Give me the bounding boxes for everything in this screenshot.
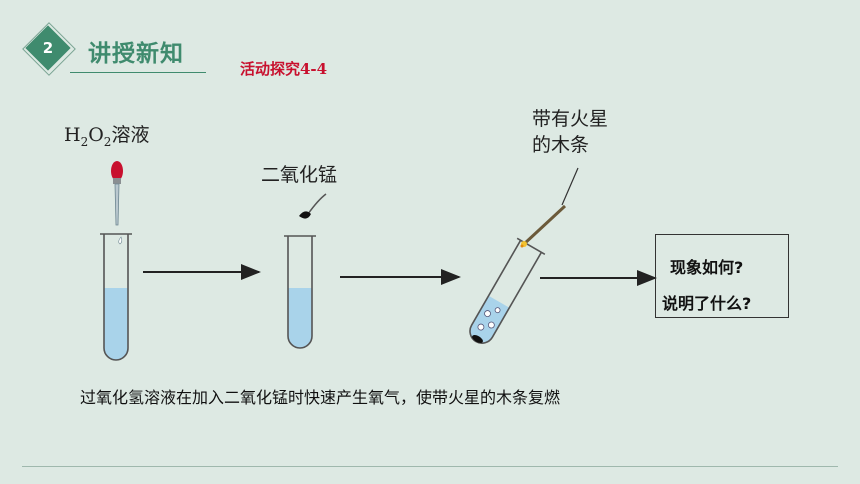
section-title: 讲授新知 (88, 41, 184, 67)
label-pointer-line (561, 167, 579, 206)
activity-title: 活动探究4-4 (240, 60, 328, 78)
bottom-border-line (22, 466, 838, 467)
test-tube-1 (100, 233, 132, 361)
question-box (655, 234, 789, 318)
h2o2-formula: H2O2 (64, 124, 112, 149)
bubble (494, 307, 501, 314)
bubble (487, 321, 495, 329)
test-tube-3 (469, 237, 546, 344)
conclusion-text: 过氧化氢溶液在加入二氧化锰时快速产生氧气，使带火星的木条复燃 (80, 388, 561, 407)
bubble (484, 310, 491, 317)
dropper (111, 161, 123, 245)
h2o2-label: H2O2溶液 (64, 124, 150, 149)
question-line-2: 说明了什么? (662, 294, 752, 313)
mno2-spatula (299, 193, 327, 219)
title-underline (70, 72, 206, 73)
mno2-label: 二氧化锰 (261, 164, 338, 186)
test-tube-2 (284, 235, 316, 349)
splint-label: 带有火星 的木条 (532, 108, 609, 156)
section-badge: 2 (20, 20, 76, 76)
bubble (477, 323, 485, 331)
glowing-splint (520, 204, 567, 248)
section-number: 2 (42, 39, 54, 57)
mno2-sediment (472, 335, 483, 343)
question-line-1: 现象如何? (670, 258, 744, 277)
